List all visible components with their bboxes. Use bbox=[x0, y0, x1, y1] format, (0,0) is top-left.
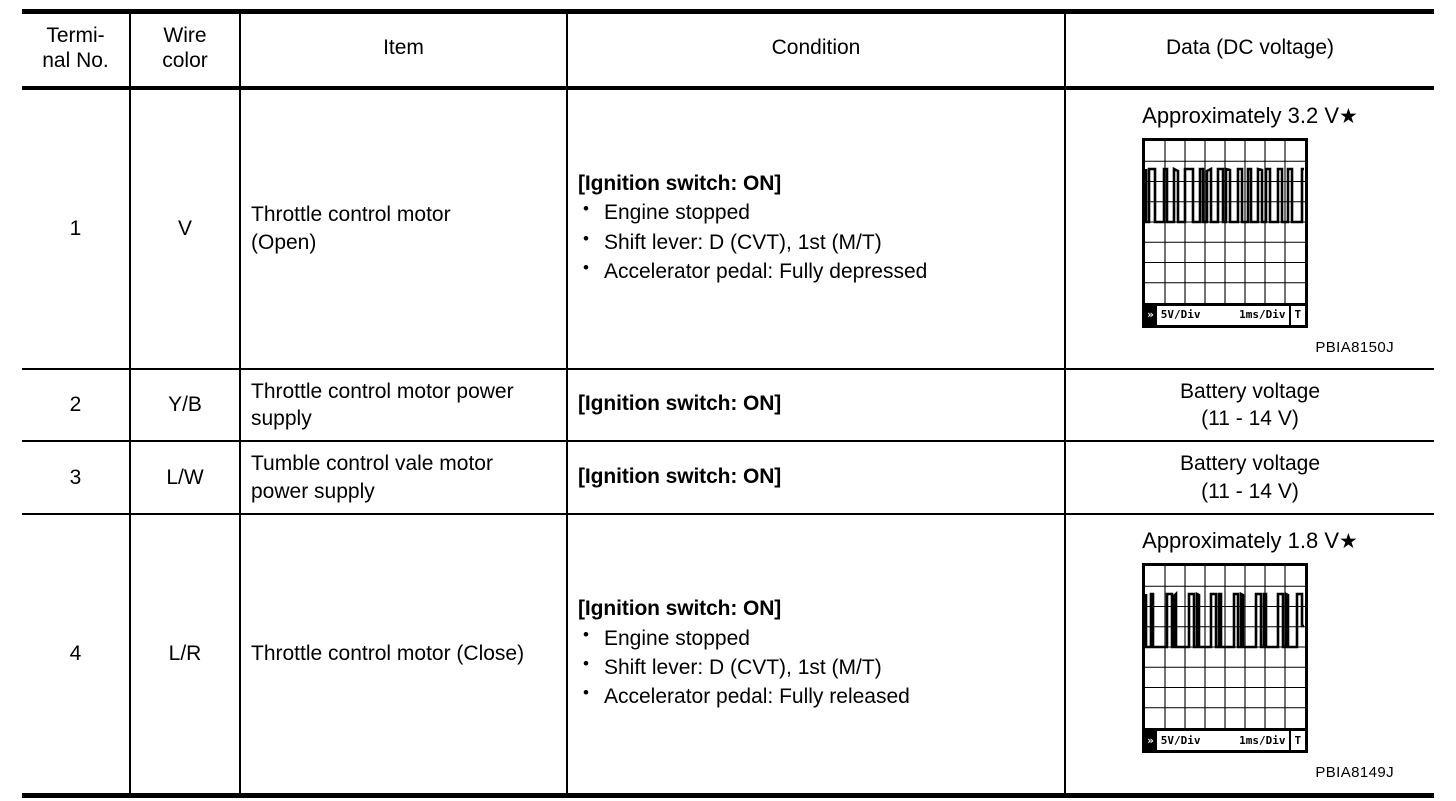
header-wire-color-line2: color bbox=[162, 48, 208, 72]
scope-wrap: Approximately 3.2 V★ bbox=[1142, 102, 1358, 329]
scope-reference-code: PBIA8150J bbox=[1315, 339, 1394, 357]
condition-bullet: Engine stopped bbox=[578, 624, 1054, 652]
ecm-terminal-table: Termi- nal No. Wire color Item Condition… bbox=[22, 9, 1434, 798]
item-line1: Throttle control motor (Close) bbox=[251, 642, 525, 666]
terminal-data-sheet: Termi- nal No. Wire color Item Condition… bbox=[0, 9, 1456, 801]
cell-terminal-no: 1 bbox=[22, 87, 131, 370]
scope-volts-per-div: 5V/Div bbox=[1160, 733, 1201, 747]
scope-volts-per-div: 5V/Div bbox=[1160, 308, 1201, 322]
cell-wire-color: L/W bbox=[130, 441, 241, 515]
table-body: 1 V Throttle control motor (Open) [Ignit… bbox=[22, 87, 1434, 796]
data-line2: (11 - 14 V) bbox=[1201, 479, 1299, 503]
header-data-label: Data (DC voltage) bbox=[1165, 36, 1335, 60]
condition-heading: [Ignition switch: ON] bbox=[578, 392, 782, 416]
header-data: Data (DC voltage) bbox=[1065, 11, 1434, 90]
header-wire-color-line1: Wire bbox=[163, 24, 207, 47]
header-terminal-no: Termi- nal No. bbox=[22, 11, 131, 90]
table-row: 1 V Throttle control motor (Open) [Ignit… bbox=[22, 87, 1434, 370]
header-condition: Condition bbox=[567, 11, 1066, 90]
scope-wrap: Approximately 1.8 V★ bbox=[1142, 527, 1358, 754]
scope-arrow-marker-icon: » bbox=[1145, 306, 1157, 326]
header-terminal-no-line1: Termi- bbox=[46, 24, 105, 47]
table-header: Termi- nal No. Wire color Item Condition… bbox=[22, 11, 1434, 90]
scope-reference-code: PBIA8149J bbox=[1315, 764, 1394, 782]
star-icon: ★ bbox=[1339, 529, 1358, 553]
header-row: Termi- nal No. Wire color Item Condition… bbox=[22, 11, 1434, 90]
data-line1: Battery voltage bbox=[1179, 452, 1321, 476]
scope-time-per-div: 1ms/Div bbox=[1239, 308, 1286, 322]
item-line2: power supply bbox=[251, 479, 375, 503]
cell-item: Throttle control motor power supply bbox=[240, 368, 568, 443]
cell-item: Tumble control vale motor power supply bbox=[240, 441, 568, 515]
scope-figure: Approximately 1.8 V★ bbox=[1104, 523, 1396, 785]
cell-wire-color: L/R bbox=[130, 513, 241, 796]
cell-data: Battery voltage (11 - 14 V) bbox=[1065, 368, 1434, 443]
condition-bullet: Shift lever: D (CVT), 1st (M/T) bbox=[578, 653, 1054, 681]
table-row: 4 L/R Throttle control motor (Close) [Ig… bbox=[22, 513, 1434, 796]
data-line1: Battery voltage bbox=[1179, 379, 1321, 403]
cell-condition: [Ignition switch: ON] Engine stopped Shi… bbox=[567, 513, 1066, 796]
scope-waveform-trace bbox=[1145, 167, 1305, 224]
scope-time-per-div: 1ms/Div bbox=[1239, 733, 1286, 747]
condition-bullet-list: Engine stopped Shift lever: D (CVT), 1st… bbox=[578, 624, 1054, 711]
item-line2: (Open) bbox=[251, 230, 317, 254]
scope-footer-spacer bbox=[1201, 731, 1240, 750]
condition-bullet: Shift lever: D (CVT), 1st (M/T) bbox=[578, 228, 1054, 256]
condition-bullet-list: Engine stopped Shift lever: D (CVT), 1st… bbox=[578, 198, 1054, 285]
star-icon: ★ bbox=[1339, 104, 1358, 128]
condition-heading: [Ignition switch: ON] bbox=[578, 464, 782, 488]
condition-bullet: Accelerator pedal: Fully released bbox=[578, 682, 1054, 710]
cell-item: Throttle control motor (Close) bbox=[240, 513, 568, 796]
scope-footer: » 5V/Div 1ms/Div T bbox=[1142, 306, 1309, 329]
header-item: Item bbox=[240, 11, 568, 90]
item-line1: Tumble control vale motor bbox=[251, 452, 493, 476]
item-line1: Throttle control motor power bbox=[251, 379, 514, 403]
table-row: 3 L/W Tumble control vale motor power su… bbox=[22, 441, 1434, 515]
item-line1: Throttle control motor bbox=[251, 203, 451, 227]
cell-condition: [Ignition switch: ON] Engine stopped Shi… bbox=[567, 87, 1066, 370]
scope-figure: Approximately 3.2 V★ bbox=[1104, 98, 1396, 360]
scope-title: Approximately 1.8 V★ bbox=[1142, 527, 1358, 556]
header-item-label: Item bbox=[383, 36, 424, 60]
scope-display bbox=[1142, 563, 1309, 732]
scope-footer: » 5V/Div 1ms/Div T bbox=[1142, 731, 1309, 754]
cell-data: Battery voltage (11 - 14 V) bbox=[1065, 441, 1434, 515]
cell-condition: [Ignition switch: ON] bbox=[567, 368, 1066, 443]
scope-trigger-marker: T bbox=[1288, 731, 1306, 751]
scope-title-text: Approximately 1.8 V bbox=[1142, 527, 1340, 553]
condition-bullet: Accelerator pedal: Fully depressed bbox=[578, 257, 1054, 285]
table-row: 2 Y/B Throttle control motor power suppl… bbox=[22, 368, 1434, 443]
cell-wire-color: Y/B bbox=[130, 368, 241, 443]
header-condition-label: Condition bbox=[771, 36, 861, 60]
scope-footer-spacer bbox=[1201, 306, 1240, 325]
scope-title-text: Approximately 3.2 V bbox=[1142, 102, 1340, 128]
cell-data: Approximately 3.2 V★ bbox=[1065, 87, 1434, 370]
scope-waveform-trace bbox=[1145, 591, 1305, 649]
scope-trigger-marker: T bbox=[1288, 306, 1306, 326]
item-line2: supply bbox=[251, 406, 312, 430]
cell-terminal-no: 2 bbox=[22, 368, 131, 443]
cell-wire-color: V bbox=[130, 87, 241, 370]
header-terminal-no-line2: nal No. bbox=[42, 48, 109, 72]
scope-arrow-marker-icon: » bbox=[1145, 731, 1157, 751]
condition-heading: [Ignition switch: ON] bbox=[578, 171, 782, 195]
header-wire-color: Wire color bbox=[130, 11, 241, 90]
cell-item: Throttle control motor (Open) bbox=[240, 87, 568, 370]
scope-title: Approximately 3.2 V★ bbox=[1142, 102, 1358, 131]
cell-terminal-no: 4 bbox=[22, 513, 131, 796]
scope-display bbox=[1142, 138, 1309, 307]
cell-condition: [Ignition switch: ON] bbox=[567, 441, 1066, 515]
data-line2: (11 - 14 V) bbox=[1201, 406, 1299, 430]
condition-bullet: Engine stopped bbox=[578, 198, 1054, 226]
cell-terminal-no: 3 bbox=[22, 441, 131, 515]
condition-heading: [Ignition switch: ON] bbox=[578, 597, 782, 621]
cell-data: Approximately 1.8 V★ bbox=[1065, 513, 1434, 796]
